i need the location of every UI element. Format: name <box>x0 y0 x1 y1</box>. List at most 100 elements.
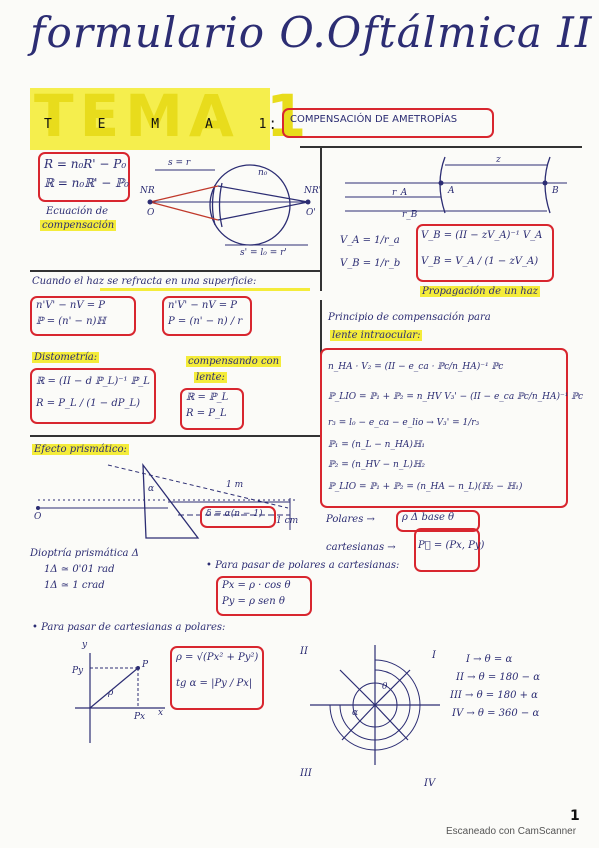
principio-line2: lente intraocular: <box>330 330 423 341</box>
compensacion-diagram <box>147 164 311 246</box>
distometria-box <box>30 368 156 424</box>
quadrant-rule-4: IV → θ = 360 − α <box>452 708 540 719</box>
distometria-eq2: R = P_L / (1 − dP_L) <box>36 398 141 409</box>
propagacion-box2: V_B = V_A / (1 − zV_A) <box>421 256 539 267</box>
polares-pol-box <box>170 646 264 710</box>
divider-horizontal-2 <box>30 435 320 437</box>
principio-e5: ℙ₂ = (n_HV − n_L)ℍ₂ <box>328 460 425 470</box>
axis-p-label: P <box>142 660 149 670</box>
quadrant-theta: θ <box>382 682 388 692</box>
quadrant-rule-1: I → θ = α <box>466 654 513 665</box>
diag-s2: s' = l₀ = r' <box>240 248 287 258</box>
propagacion-diagram <box>345 156 567 214</box>
page-number: 1 <box>570 808 580 824</box>
quadrant-iv: IV <box>424 778 436 789</box>
principio-line1: Principio de compensación para <box>328 312 491 323</box>
divider-vertical-top <box>320 146 322 291</box>
polares-box2-text: P⃗ = (Px, Py) <box>418 540 485 551</box>
diag-rb: r_B <box>402 210 418 220</box>
quadrant-rule-2: II → θ = 180 − α <box>456 672 540 683</box>
polares-to-pol: • Para pasar de cartesianas a polares: <box>32 622 226 633</box>
polares-box1-text: ρ Δ base θ <box>402 512 455 523</box>
principio-e3: r₃ = l₀ − e_ca − e_lio → V₃' = 1/r₃ <box>328 418 480 428</box>
polares-box1 <box>396 510 480 532</box>
refracta-b1a: n'V' − nV = P <box>36 300 106 311</box>
quadrant-i: I <box>432 650 436 661</box>
cartesian-axes-diagram <box>75 653 165 743</box>
polares-cx: Px = ρ · cos θ <box>222 580 291 591</box>
tema-subtitle: COMPENSACIÓN DE AMETROPÍAS <box>290 114 458 125</box>
prismatico-1cm: 1 cm <box>276 516 299 526</box>
prismatico-dioptria: Dioptría prismática Δ <box>30 548 139 559</box>
polares-cart-box <box>216 576 312 616</box>
distometria-heading: Distometría: <box>32 352 100 363</box>
propagacion-box1: V_B = (II − zV_A)⁻¹ V_A <box>421 230 543 241</box>
principio-e4: ℙ₁ = (n_L − n_HA)ℍ₁ <box>328 440 425 450</box>
diag-o: O <box>147 208 155 218</box>
quadrant-ii: II <box>300 646 308 657</box>
polares-pol2: tg α = |Py / Px| <box>176 678 253 689</box>
polares-cy: Py = ρ sen θ <box>222 596 285 607</box>
tema-spaced-text: T E M A 1 <box>44 117 279 132</box>
axis-x-label: x <box>158 708 164 718</box>
compensando-heading-1: compensando con <box>186 356 282 367</box>
divider-horizontal-1 <box>30 270 320 272</box>
quadrant-alpha: α <box>352 708 359 718</box>
quadrants-diagram <box>310 645 440 765</box>
axis-rho-label: ρ <box>108 688 114 698</box>
refracta-b1b: ℙ = (n' − n)ℍ <box>36 316 106 327</box>
compensando-box <box>180 388 244 430</box>
principio-e1: n_HA · V₂ = (II − e_ca · ℙc/n_HA)⁻¹ ℙc <box>328 362 504 372</box>
tema-highlight <box>30 88 270 150</box>
propagacion-vb: V_B = 1/r_b <box>340 258 401 269</box>
polares-line1: Polares → <box>326 514 375 525</box>
prismatico-delta-eq: δ = α(n − 1) <box>206 509 263 519</box>
compensacion-label-2: compensación <box>40 220 117 231</box>
prismatico-alpha: α <box>148 484 155 494</box>
compensacion-eq1: R = n₀R' − P₀ <box>44 157 127 171</box>
refracta-underline <box>100 288 310 291</box>
compensacion-label-1: Ecuación de <box>46 206 109 217</box>
prismatico-d1: 1Δ ≃ 0'01 rad <box>44 564 115 575</box>
diag-z: z <box>496 155 501 165</box>
diag-n0: n₀ <box>258 168 268 178</box>
diag-b: B <box>552 186 559 196</box>
axis-y-label: y <box>82 640 88 650</box>
diag-a: A <box>448 186 455 196</box>
prismatico-delta-box <box>200 506 276 528</box>
prismatico-o: O <box>34 512 42 522</box>
axis-px-label: Px <box>134 712 146 722</box>
diag-ra: r_A <box>392 188 408 198</box>
polares-pol1: ρ = √(Px² + Py²) <box>176 652 259 663</box>
propagacion-label: Propagación de un haz <box>420 286 540 297</box>
prismatico-1m: 1 m <box>226 480 244 490</box>
diag-s-eq-r: s = r <box>168 158 191 168</box>
principio-box <box>320 348 568 508</box>
quadrant-rule-3: III → θ = 180 + α <box>450 690 538 701</box>
distometria-eq1: ℝ = (II − d ℙ_L)⁻¹ ℙ_L <box>36 376 150 387</box>
divider-top-horizontal <box>300 146 582 148</box>
polares-to-cart: • Para pasar de polares a cartesianas: <box>206 560 400 571</box>
prismatico-d2: 1Δ ≃ 1 crad <box>44 580 105 591</box>
compensando-eq2: R = P_L <box>186 408 227 419</box>
tema-subtitle-box <box>282 108 494 138</box>
principio-e2: ℙ_LIO = ℙ₁ + ℙ₂ = n_HV V₃' − (II − e_ca … <box>328 392 584 402</box>
refracta-box-1 <box>30 296 136 336</box>
tema-colon: : <box>270 114 276 133</box>
principio-e6: ℙ_LIO = ℙ₁ + ℙ₂ = (n_HA − n_L)(ℍ₂ − ℍ₁) <box>328 482 523 492</box>
diag-o2: O' <box>306 208 316 218</box>
compensando-heading-2: lente: <box>194 372 227 383</box>
refracta-box-2 <box>162 296 252 336</box>
diag-nr2: NR' <box>304 186 322 196</box>
diag-nr: NR <box>140 186 155 196</box>
polares-line2: cartesianas → <box>326 542 396 553</box>
compensacion-eq2: ℝ = n₀ℝ' − ℙ₀ <box>44 176 129 190</box>
compensando-eq1: ℝ = ℙ_L <box>186 392 229 403</box>
tema-big-text: TEMA 1 <box>34 82 313 150</box>
refracta-b2a: n'V' − nV = P <box>168 300 238 311</box>
axis-py-label: Py <box>72 666 84 676</box>
polares-box2 <box>414 528 480 572</box>
prismatico-diagram <box>36 462 298 539</box>
propagacion-box <box>416 224 554 282</box>
propagacion-va: V_A = 1/r_a <box>340 235 400 246</box>
